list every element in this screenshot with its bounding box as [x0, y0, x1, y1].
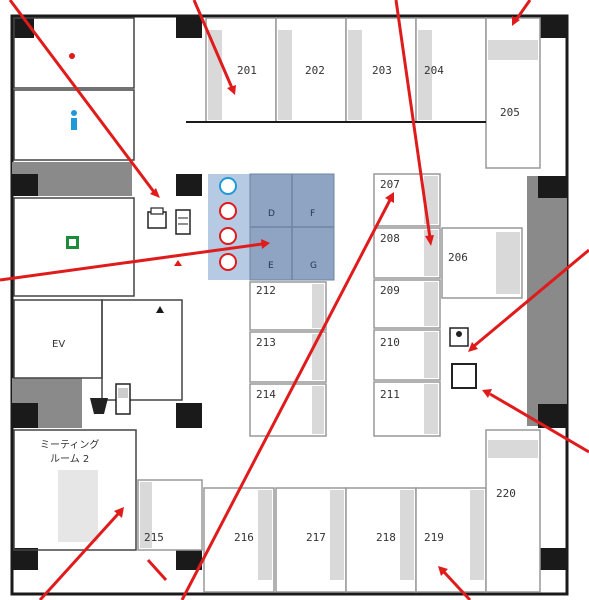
room-210-label: 210 — [380, 336, 400, 349]
elevator-label: EV — [52, 339, 65, 350]
booth-rule-icons — [219, 177, 237, 271]
room-207-label: 207 — [380, 178, 400, 191]
right-room-shading — [424, 176, 520, 434]
meeting-room-label-line2: ルーム 2 — [50, 453, 89, 465]
meeting-room-label-line1: ミーティング — [40, 438, 99, 451]
stair-arrow-icon-small — [174, 260, 182, 266]
center-room-shading — [312, 284, 324, 434]
booth-d-label: D — [268, 209, 275, 219]
booth-e-label: E — [268, 261, 274, 271]
room-208-label: 208 — [380, 232, 400, 245]
booth-block — [208, 173, 335, 281]
room-209-label: 209 — [380, 284, 400, 297]
copier-icon — [175, 209, 191, 235]
room-220-label: 220 — [496, 487, 516, 500]
room-206-label: 206 — [448, 251, 468, 264]
booth-g-label: G — [310, 261, 317, 271]
room-214-label: 214 — [256, 388, 276, 401]
room-216-label: 216 — [234, 531, 254, 544]
restroom-icon — [71, 110, 77, 130]
room-215-label: 215 — [144, 531, 164, 544]
trash-bin-icon — [90, 398, 108, 414]
room-212-label: 212 — [256, 284, 276, 297]
locker-icon — [451, 363, 477, 389]
printer-icon — [147, 207, 167, 229]
reception-icon — [449, 327, 469, 347]
room-217-label: 217 — [306, 531, 326, 544]
women-restroom-icon — [69, 53, 75, 59]
stair-arrow-icon — [156, 306, 164, 313]
meeting-table — [58, 470, 98, 542]
bottom-room-shading — [140, 440, 538, 580]
top-room-shading — [208, 30, 538, 120]
wall-blocks — [12, 16, 567, 570]
room-202-label: 202 — [305, 64, 325, 77]
room-204-label: 204 — [424, 64, 444, 77]
emergency-exit-icon — [66, 236, 79, 249]
room-205-label: 205 — [500, 106, 520, 119]
room-213-label: 213 — [256, 336, 276, 349]
room-201-label: 201 — [237, 64, 257, 77]
vending-machine-icon — [115, 383, 131, 415]
gray-zone-right — [527, 176, 567, 426]
room-203-label: 203 — [372, 64, 392, 77]
booth-f-label: F — [310, 209, 315, 219]
room-211-label: 211 — [380, 388, 400, 401]
left-service-rooms — [13, 17, 183, 551]
room-219-label: 219 — [424, 531, 444, 544]
room-labels: 201 202 203 204 205 206 207 208 209 210 … — [144, 64, 520, 544]
room-218-label: 218 — [376, 531, 396, 544]
